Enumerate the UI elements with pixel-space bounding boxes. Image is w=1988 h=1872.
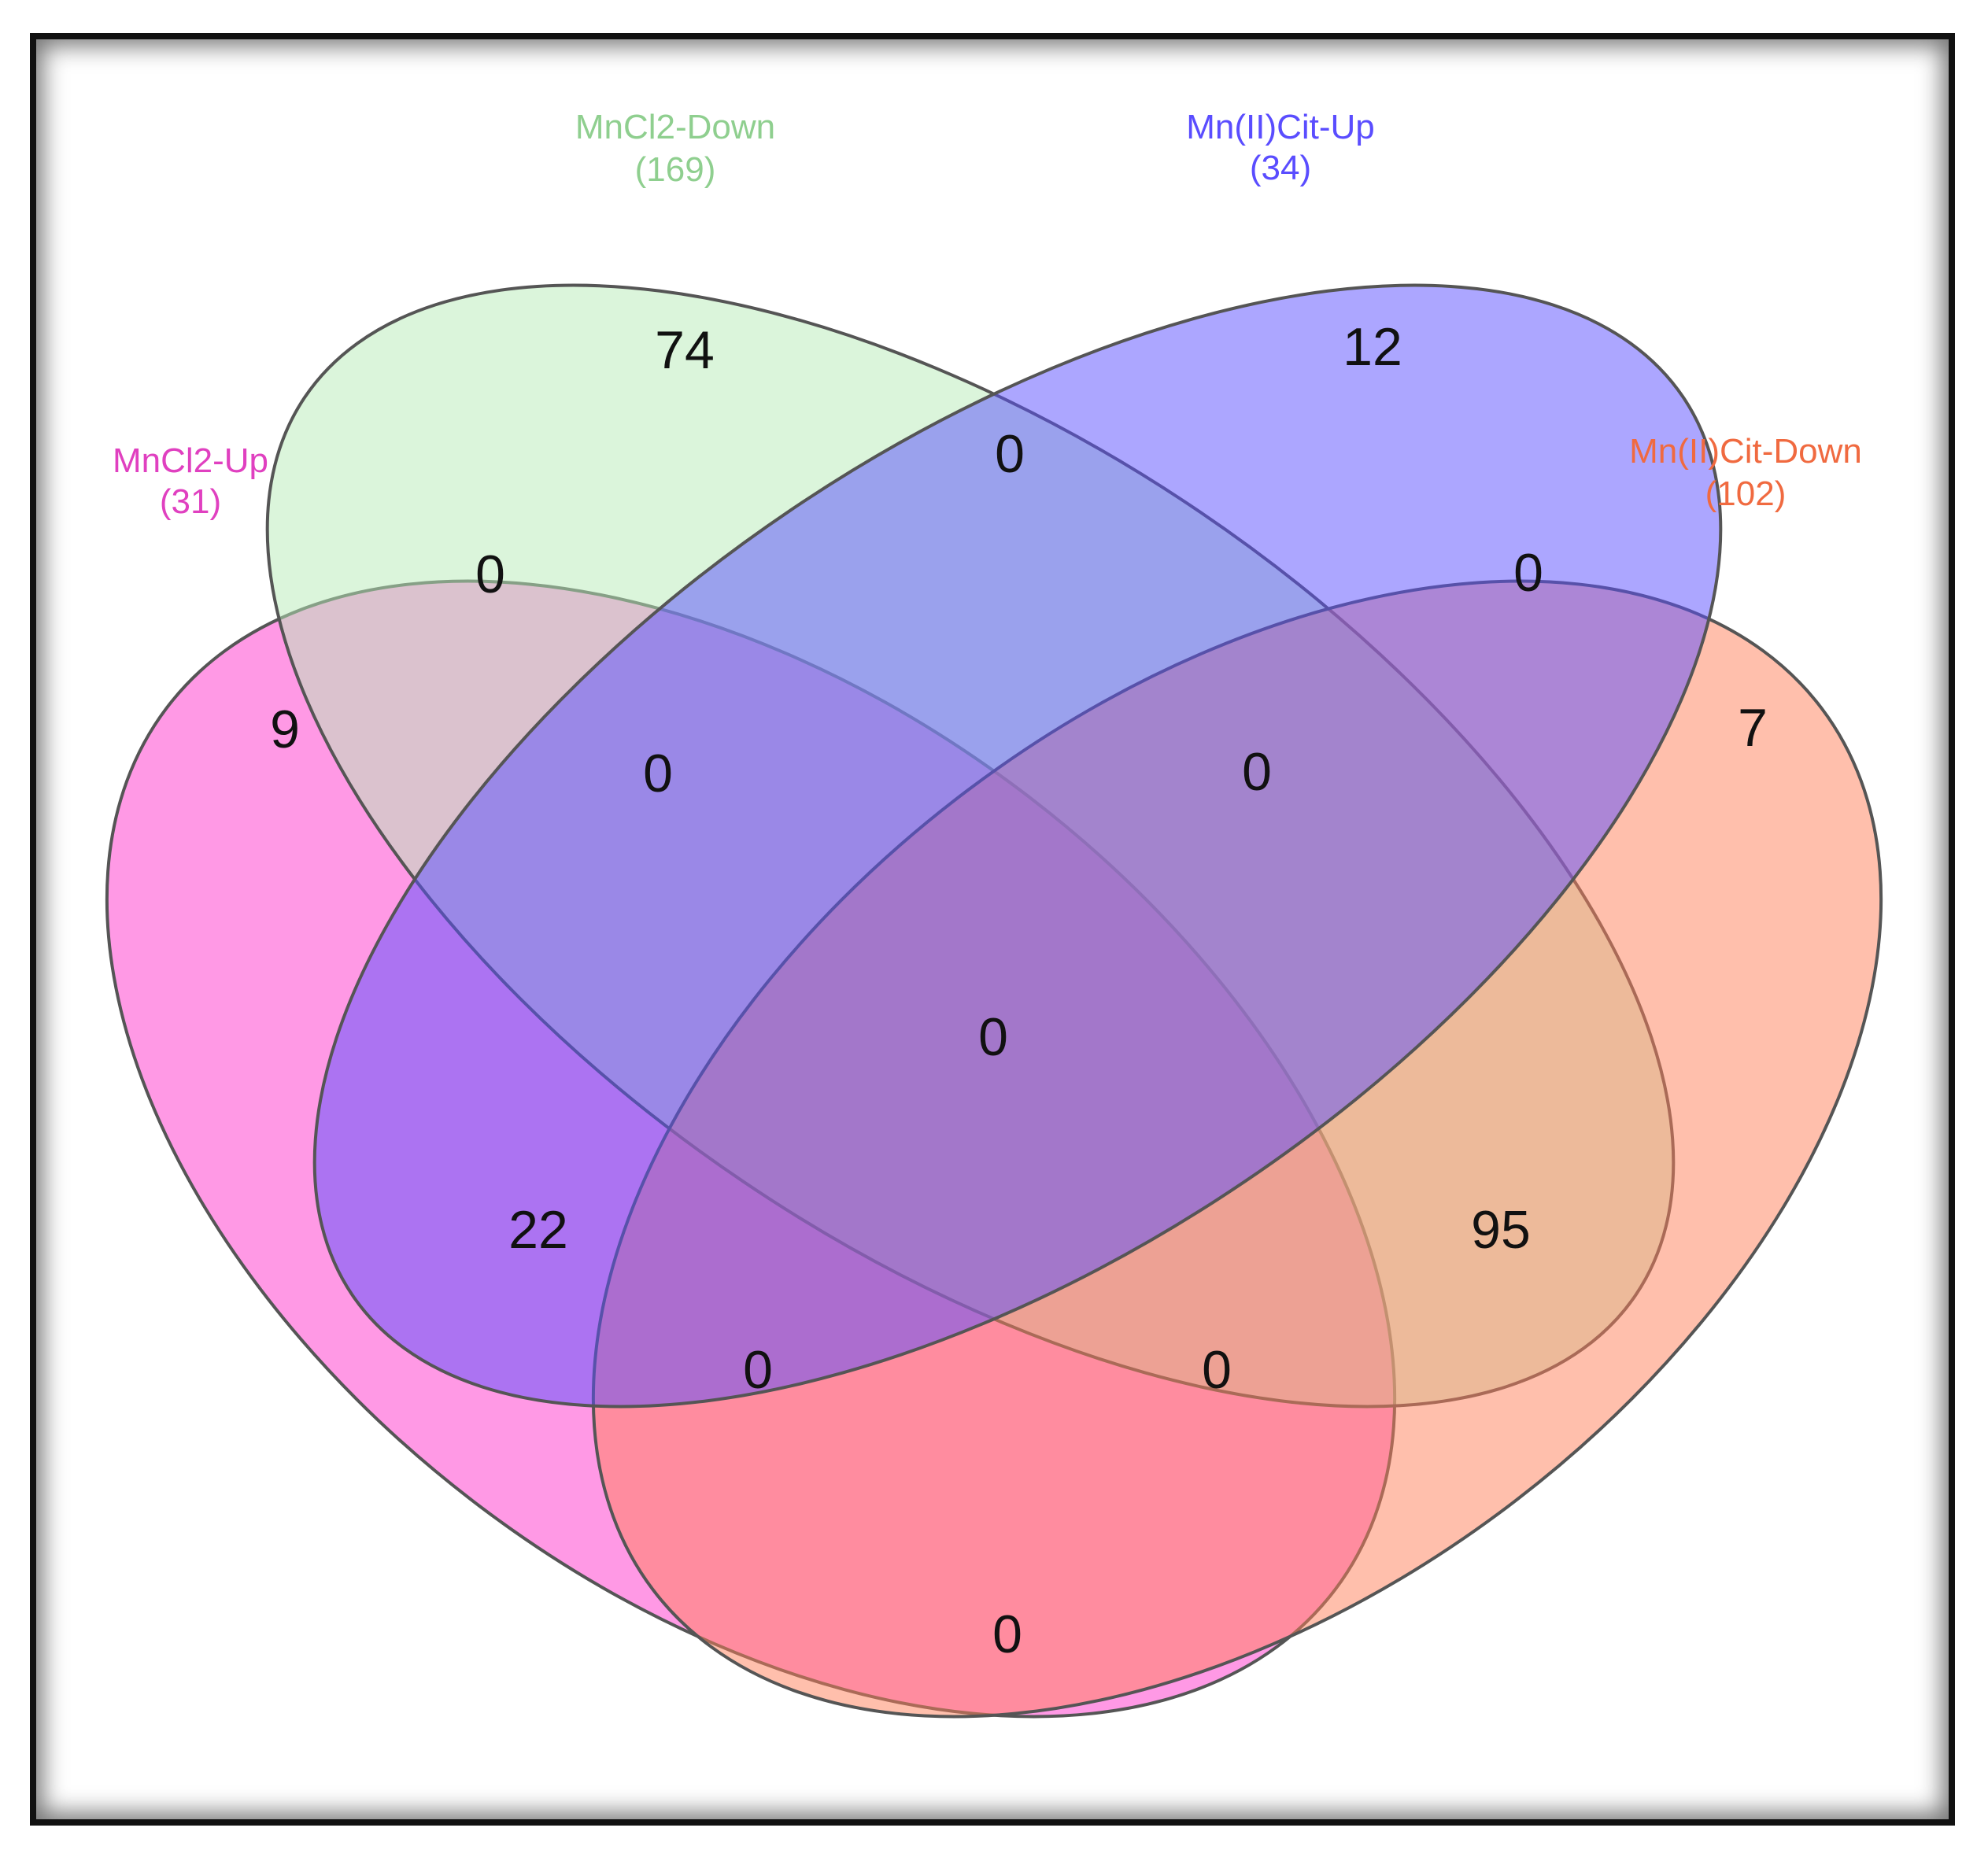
region-all-four: 0 (978, 1007, 1008, 1067)
set-label-mncit-down: Mn(II)Cit-Down (1629, 432, 1862, 471)
region-mncl2-down-mncit-up-mncit-down: 0 (1242, 742, 1272, 802)
region-mncl2-down-mncit-down: 95 (1471, 1200, 1531, 1260)
set-count-mncit-down: (102) (1705, 474, 1787, 513)
region-only-mncit-up: 12 (1343, 317, 1402, 377)
set-label-mncl2-down: MnCl2-Down (575, 108, 775, 146)
set-count-mncl2-down: (169) (635, 150, 716, 189)
region-mncl2-up-mncl2-down-mncit-up: 0 (643, 744, 673, 803)
region-mncl2-down-mncit-up: 0 (995, 424, 1025, 484)
region-only-mncl2-up: 9 (270, 700, 300, 759)
region-mncl2-up-mncl2-down: 0 (475, 545, 505, 604)
region-mncl2-up-mncl2-down-mncit-down: 0 (1202, 1340, 1232, 1400)
region-only-mncit-down: 7 (1738, 698, 1768, 758)
set-count-mncl2-up: (31) (160, 482, 221, 521)
region-mncit-up-mncit-down: 0 (1513, 543, 1543, 603)
region-mncl2-up-mncit-down: 0 (992, 1604, 1022, 1664)
set-ellipse-mncit-up (312, 283, 1723, 1409)
set-label-mncl2-up: MnCl2-Up (113, 441, 268, 480)
set-label-mncit-up: Mn(II)Cit-Up (1186, 108, 1375, 146)
set-count-mncit-up: (34) (1250, 149, 1311, 187)
region-only-mncl2-down: 74 (655, 320, 715, 380)
region-mncl2-up-mncit-up: 22 (508, 1200, 568, 1260)
region-mncl2-up-mncit-up-mncit-down: 0 (743, 1340, 773, 1400)
